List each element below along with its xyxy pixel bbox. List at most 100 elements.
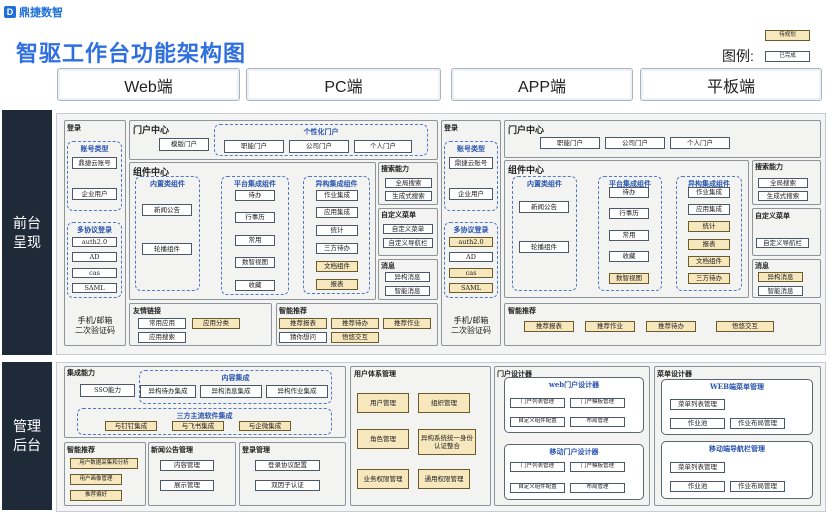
admin-news-panel bbox=[148, 442, 236, 506]
side-front: 前台 呈现 bbox=[2, 110, 52, 355]
app-builtin-carousel: 轮播组件 bbox=[519, 241, 569, 253]
web-portal-function: 职能门户 bbox=[224, 140, 284, 153]
app-platform-favorite: 收藏 bbox=[609, 251, 649, 262]
legend: 图例: 待规划 已完成 bbox=[700, 28, 820, 68]
web-portal-company: 公司门户 bbox=[289, 140, 349, 153]
platform-app: APP端 bbox=[451, 68, 633, 101]
web-hetero-title: 异构集成组件 bbox=[315, 179, 358, 188]
platform-pc: PC端 bbox=[246, 68, 441, 101]
web-platform-dataview: 数智视图 bbox=[235, 257, 275, 268]
admin-integration-title: 集成能力 bbox=[67, 368, 95, 377]
platform-web: Web端 bbox=[57, 68, 240, 101]
app-login-title: 登录 bbox=[444, 123, 458, 132]
web-hetero-job: 作业集成 bbox=[316, 190, 358, 201]
legend-label: 图例: bbox=[722, 48, 754, 64]
web-smart-job: 推荐作业 bbox=[383, 318, 431, 329]
web-account-type-group bbox=[67, 141, 122, 211]
web-phone-verify: 手机/邮箱 二次验证码 bbox=[75, 315, 115, 335]
web-hetero-group bbox=[303, 176, 370, 294]
app-hetero-stat: 统计 bbox=[688, 221, 730, 232]
web-hetero-3rd-todo: 三方待办 bbox=[316, 243, 358, 254]
web-builtin-news: 新闻公告 bbox=[142, 204, 192, 216]
app-platform-group bbox=[598, 176, 662, 291]
logo: D 鼎捷数智 bbox=[4, 5, 63, 19]
admin-third-feishu: 与飞书集成 bbox=[172, 421, 224, 431]
web-protocol-cas: cas bbox=[72, 268, 117, 278]
app-hetero-report: 报表 bbox=[688, 239, 730, 250]
admin-smart-title: 智能推荐 bbox=[67, 445, 95, 454]
admin-web-menu-list: 菜单列表管理 bbox=[670, 399, 725, 410]
web-portal-title: 门户中心 bbox=[133, 126, 170, 136]
admin-web-menu-pool: 作业池 bbox=[670, 418, 725, 429]
app-hetero-3rd-todo: 三方待办 bbox=[688, 273, 730, 284]
app-smart-title: 智能推荐 bbox=[508, 306, 536, 315]
app-custom-panel bbox=[752, 208, 821, 256]
web-login-title: 登录 bbox=[67, 123, 81, 132]
app-hetero-job: 作业集成 bbox=[688, 187, 730, 198]
admin-role-manage: 角色管理 bbox=[357, 429, 409, 449]
app-protocol-saml: SAML bbox=[449, 283, 493, 293]
web-custom-menu: 自定义菜单 bbox=[383, 224, 433, 234]
web-hetero-stat: 统计 bbox=[316, 225, 358, 236]
admin-menu-title: 菜单设计器 bbox=[657, 369, 692, 378]
admin-smart-profile: 用户画像管理 bbox=[70, 474, 122, 485]
web-builtin-group bbox=[135, 176, 200, 291]
admin-smart-collect: 用户数据采集和分析 bbox=[70, 458, 138, 469]
web-platform-group bbox=[221, 176, 289, 295]
web-builtin-title: 内置类组件 bbox=[150, 179, 185, 188]
app-msg-title: 消息 bbox=[755, 261, 769, 270]
admin-web-menu-layout: 作业布局管理 bbox=[730, 418, 785, 429]
admin-content-job: 异构作业集成 bbox=[266, 385, 328, 398]
web-friend-category: 应用分类 bbox=[192, 318, 240, 329]
app-smart-interact: 悟悠交互 bbox=[716, 321, 774, 332]
admin-mobile-portal-template: 门户模板管理 bbox=[570, 462, 625, 472]
app-component-title: 组件中心 bbox=[508, 166, 545, 176]
app-platform-dataview: 数智视图 bbox=[609, 273, 649, 284]
web-search-title: 搜索能力 bbox=[381, 164, 409, 173]
admin-hetero-auth: 异构系统统一身份认证整合 bbox=[418, 429, 476, 455]
web-multi-protocol-title: 多协议登录 bbox=[77, 225, 112, 234]
web-friend-common: 常用应用 bbox=[138, 318, 186, 329]
web-platform-title: 平台集成组件 bbox=[234, 179, 276, 188]
admin-biz-perm: 业务权限管理 bbox=[357, 469, 409, 489]
admin-org-manage: 组织管理 bbox=[418, 393, 470, 413]
web-multi-protocol-group bbox=[67, 222, 122, 298]
admin-user-title: 用户体系管理 bbox=[354, 369, 396, 378]
app-portal-title: 门户中心 bbox=[508, 126, 545, 136]
admin-content-group bbox=[139, 370, 332, 404]
app-custom-title: 自定义菜单 bbox=[755, 211, 790, 220]
web-hetero-doc: 文档组件 bbox=[316, 261, 358, 272]
admin-third-wecom: 与企微集成 bbox=[239, 421, 291, 431]
web-platform-favorite: 收藏 bbox=[235, 280, 275, 291]
admin-mobile-menu-pool: 作业池 bbox=[670, 481, 725, 492]
web-dingjie-account: 鼎捷云账号 bbox=[72, 157, 117, 169]
app-smart-report: 推荐报表 bbox=[524, 321, 574, 332]
logo-mark-icon: D bbox=[4, 6, 16, 18]
web-custom-nav: 自定义导航栏 bbox=[383, 238, 433, 248]
admin-sso: SSO能力 bbox=[80, 384, 135, 397]
web-personal-portal-title: 个性化门户 bbox=[303, 127, 339, 136]
admin-mobile-portal-list: 门户列表管理 bbox=[510, 462, 565, 472]
admin-login-protocol: 登录协议配置 bbox=[255, 460, 320, 471]
web-msg-title: 消息 bbox=[381, 261, 395, 270]
web-smart-todo: 推荐待办 bbox=[331, 318, 379, 329]
app-hetero-app: 应用集成 bbox=[688, 204, 730, 215]
web-smart-ask: 猜你想问 bbox=[279, 332, 327, 343]
app-platform-todo: 待办 bbox=[609, 187, 649, 198]
app-phone-verify: 手机/邮箱 二次验证码 bbox=[451, 315, 491, 335]
admin-mobile-portal-widget: 自定义组件配置 bbox=[510, 483, 565, 493]
app-portal-personal: 个人门户 bbox=[670, 137, 730, 149]
app-msg-smart: 智能消息 bbox=[758, 286, 803, 296]
web-platform-todo: 待办 bbox=[235, 190, 275, 201]
web-enterprise-user: 企业用户 bbox=[72, 188, 117, 200]
legend-planned: 待规划 bbox=[765, 30, 810, 41]
app-account-type-title: 账号类型 bbox=[457, 144, 485, 153]
app-builtin-title: 内置类组件 bbox=[527, 179, 562, 188]
admin-smart-pref: 推荐偏好 bbox=[70, 490, 122, 501]
app-protocol-ad: AD bbox=[449, 252, 493, 262]
app-protocol-auth2: auth2.0 bbox=[449, 237, 493, 247]
admin-user-manage: 用户管理 bbox=[357, 393, 409, 413]
page-title: 智驱工作台功能架构图 bbox=[16, 41, 247, 66]
admin-web-menu-title: WEB端菜单管理 bbox=[709, 382, 765, 391]
admin-common-perm: 通用权限管理 bbox=[418, 469, 470, 489]
